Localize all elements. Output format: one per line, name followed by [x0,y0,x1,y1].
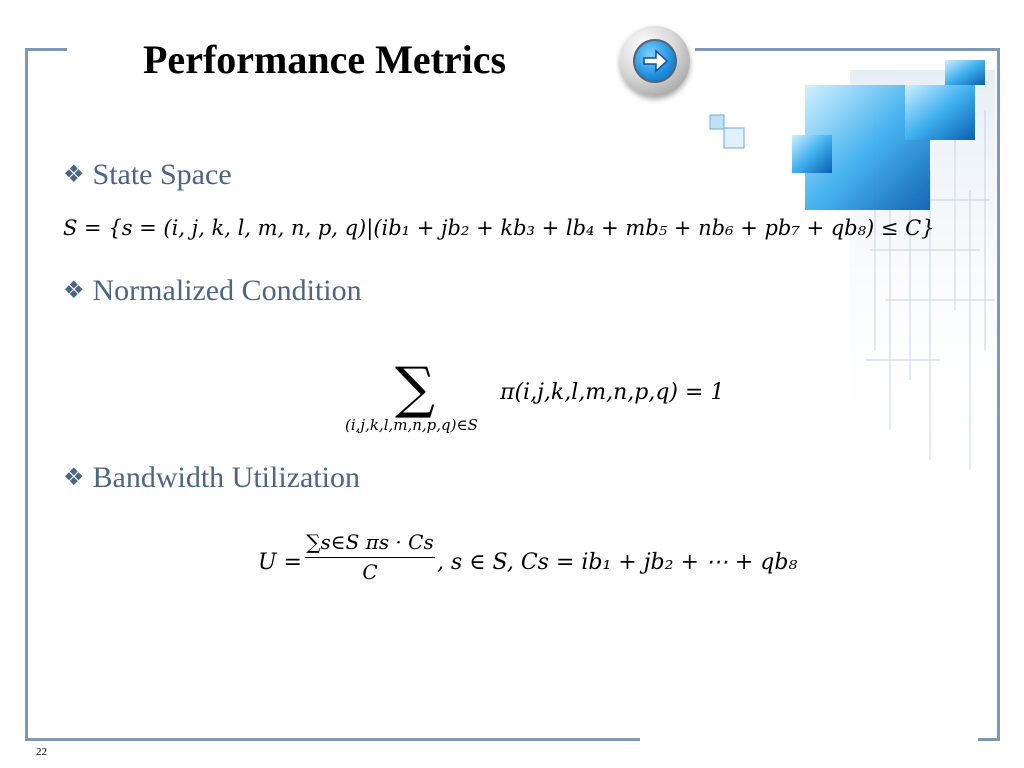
normalized-condition-rhs: π(i,j,k,l,m,n,p,q) = 1 [500,380,725,405]
summation-subscript: (i,j,k,l,m,n,p,q)∈S [345,416,478,434]
fraction-denominator: C [362,560,378,584]
frame-left [25,48,28,741]
bullet-bandwidth-utilization: ❖ Bandwidth Utilization [63,461,360,495]
utilization-fraction: ∑s∈S πs · Cs C [305,530,435,584]
arrow-right-icon [633,39,677,83]
bullet-label: Normalized Condition [92,274,362,307]
diamond-bullet-icon: ❖ [63,278,85,304]
state-space-formula: S = {s = (i, j, k, l, m, n, p, q)|(ib₁ +… [63,216,935,240]
frame-top-right [695,48,1000,51]
bullet-label: State Space [92,158,232,191]
bullet-label: Bandwidth Utilization [92,461,360,494]
frame-right [997,48,1000,741]
diamond-bullet-icon: ❖ [63,465,85,491]
next-slide-button[interactable] [620,26,690,96]
bullet-normalized-condition: ❖ Normalized Condition [63,274,362,308]
summation-symbol: ∑ [395,356,435,421]
frame-bottom-right [978,738,1000,741]
utilization-lhs: U = [258,550,302,575]
bullet-state-space: ❖ State Space [63,158,232,192]
decorative-cubes-graphic [709,60,995,470]
utilization-rhs: , s ∈ S, Cs = ib₁ + jb₂ + ⋯ + qb₈ [437,550,798,575]
frame-top-left [25,48,67,51]
slide-title: Performance Metrics [143,37,507,82]
diamond-bullet-icon: ❖ [63,162,85,188]
page-number: 22 [36,746,47,758]
fraction-numerator: ∑s∈S πs · Cs [306,530,434,554]
frame-bottom-left [25,738,640,741]
fraction-bar [305,557,435,558]
